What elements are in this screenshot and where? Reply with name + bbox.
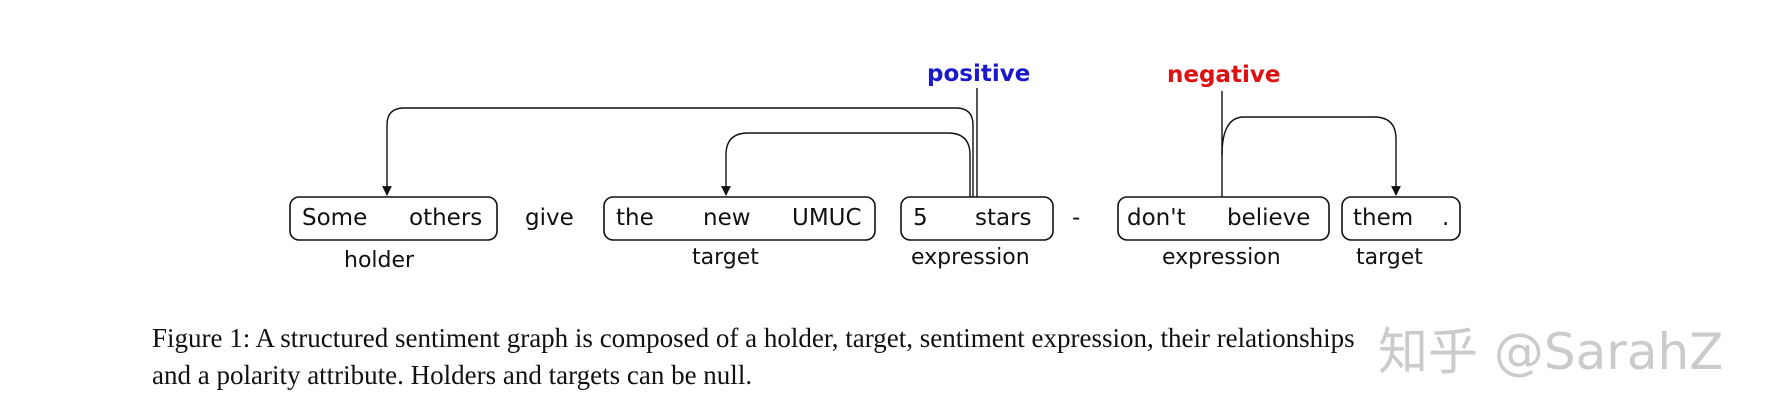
token-new: new: [703, 205, 751, 231]
target-span-box-2: [1341, 196, 1461, 241]
token-some: Some: [302, 205, 367, 231]
role-label-holder: holder: [344, 248, 415, 273]
arc-expression-to-target-2: [1221, 116, 1401, 196]
caption-line-1: Figure 1: A structured sentiment graph i…: [152, 323, 1355, 353]
polarity-label-negative: negative: [1167, 62, 1280, 88]
arc-expression-to-target: [721, 132, 971, 197]
role-label-expression-1: expression: [911, 245, 1030, 270]
token-believe: believe: [1227, 205, 1310, 231]
caption-line-2: and a polarity attribute. Holders and ta…: [152, 360, 753, 390]
holder-span-box: [289, 196, 498, 241]
figure-caption: Figure 1: A structured sentiment graph i…: [152, 320, 1582, 394]
watermark: 知乎 @SarahZ: [1378, 323, 1724, 381]
token-them: them: [1353, 205, 1413, 231]
token-5: 5: [913, 205, 928, 231]
token-give: give: [525, 205, 574, 231]
token-stars: stars: [975, 205, 1032, 231]
expression-span-box-2: [1117, 196, 1330, 241]
token-period: .: [1442, 205, 1449, 231]
token-the: the: [616, 205, 654, 231]
token-dash: -: [1072, 205, 1080, 231]
polarity-label-positive: positive: [927, 61, 1030, 87]
token-others: others: [409, 205, 482, 231]
target-span-box-1: [603, 196, 876, 241]
role-label-target-1: target: [692, 245, 759, 270]
role-label-expression-2: expression: [1162, 245, 1281, 270]
role-label-target-2: target: [1356, 245, 1423, 270]
token-dont: don't: [1127, 205, 1186, 231]
token-umuc: UMUC: [792, 205, 862, 231]
arc-expression-to-holder: [382, 107, 974, 197]
